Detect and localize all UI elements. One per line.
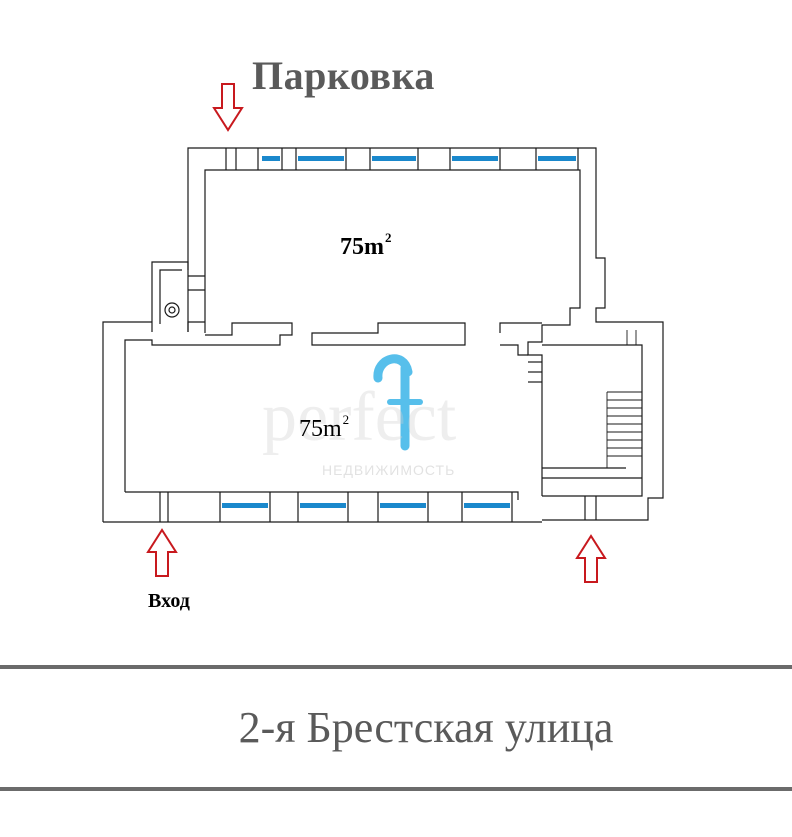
window-bottom-1 bbox=[222, 503, 268, 508]
parking-label: Парковка bbox=[252, 53, 435, 98]
area-lower-value: 75m bbox=[299, 416, 342, 442]
walls bbox=[102, 147, 664, 523]
window-top-1 bbox=[262, 156, 280, 161]
stair-entrance-arrow-icon bbox=[575, 534, 607, 583]
window-bottom-2 bbox=[300, 503, 346, 508]
watermark-subtitle: НЕДВИЖИМОСТЬ bbox=[322, 462, 456, 478]
top-divider bbox=[0, 665, 792, 669]
window-top-4 bbox=[452, 156, 498, 161]
entrance-label: Вход bbox=[148, 590, 190, 612]
window-bottom-4 bbox=[464, 503, 510, 508]
window-top-5 bbox=[538, 156, 576, 161]
area-upper-exponent: 2 bbox=[385, 230, 392, 245]
windows bbox=[222, 156, 576, 508]
window-bottom-3 bbox=[380, 503, 426, 508]
window-top-2 bbox=[298, 156, 344, 161]
area-lower-label: 75m2 bbox=[299, 412, 349, 443]
street-name: 2-я Брестская улица bbox=[238, 703, 614, 752]
area-lower-exponent: 2 bbox=[342, 412, 350, 427]
watermark-brand: perfect bbox=[262, 379, 457, 456]
parking-arrow-icon bbox=[212, 83, 244, 132]
area-upper-label: 75m2 bbox=[340, 230, 392, 261]
watermark-logo-icon bbox=[373, 354, 423, 451]
entrance-arrow-icon bbox=[146, 528, 178, 577]
area-upper-value: 75m bbox=[340, 234, 384, 260]
window-top-3 bbox=[372, 156, 416, 161]
bottom-divider bbox=[0, 787, 792, 791]
